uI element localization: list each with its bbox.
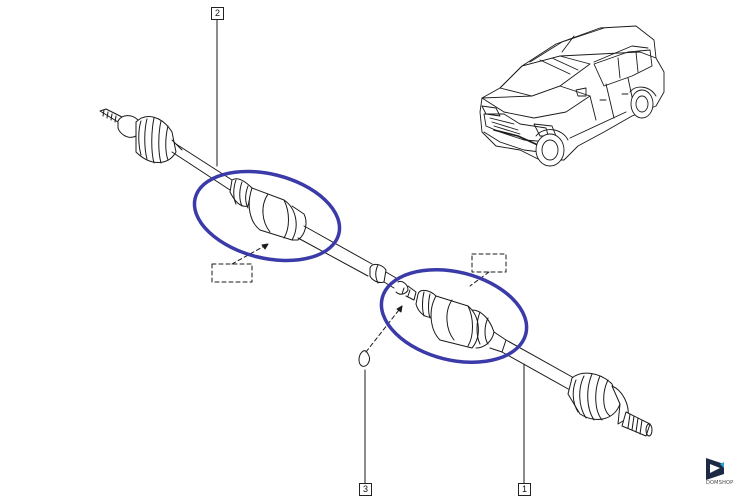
callout-2: 2 xyxy=(211,7,224,20)
right-inner-joint xyxy=(415,289,507,353)
leader-lines xyxy=(216,18,525,484)
callout-1: 1 xyxy=(518,483,531,496)
shaft-section-right xyxy=(501,339,575,391)
dashed-ref-box-left xyxy=(211,263,253,283)
vehicle-illustration xyxy=(479,25,665,167)
dashed-ref-box-right xyxy=(471,253,507,273)
callout-3: 3 xyxy=(359,483,372,496)
highlight-right-inner-joint xyxy=(379,267,529,365)
left-inner-joint xyxy=(229,178,307,241)
shaft-section-center xyxy=(297,225,417,301)
shaft-section-left xyxy=(171,143,233,191)
highlight-ellipses xyxy=(192,169,529,365)
snap-ring-icon xyxy=(358,350,370,367)
highlight-left-inner-joint xyxy=(192,169,342,263)
brand-wordmark: DOMSHOP xyxy=(706,480,734,486)
brand-logo-icon xyxy=(706,458,724,480)
right-outer-joint xyxy=(567,372,653,437)
left-outer-joint xyxy=(99,108,183,164)
dashed-arrowheads xyxy=(261,243,403,313)
